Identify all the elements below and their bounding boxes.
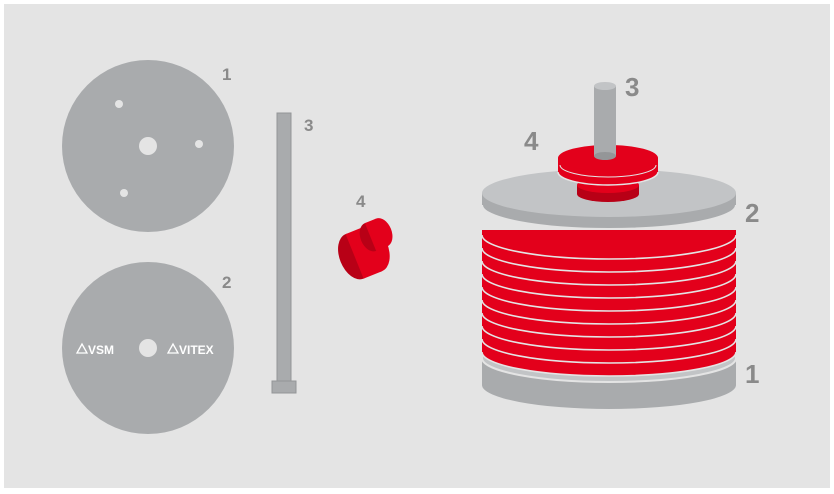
pin-hole [195, 140, 203, 148]
red-disc-separator [481, 260, 737, 286]
rod-foot [271, 380, 297, 394]
vitex-logo-text: VITEX [179, 343, 214, 357]
pin-hole [120, 189, 128, 197]
red-disc-separators [481, 234, 737, 377]
pin-hole [115, 100, 123, 108]
red-disc-separator [481, 286, 737, 312]
part-3-rod [271, 112, 297, 394]
part-1-disc [62, 60, 234, 232]
label-assembly-rod: 3 [625, 72, 639, 102]
label-part-2: 2 [222, 273, 231, 292]
label-assembly-bottom-disc: 1 [745, 359, 759, 389]
center-hole [139, 339, 157, 357]
vsm-logo: VSM [75, 342, 114, 357]
assembly-top-disc [481, 169, 737, 230]
label-assembly-top-disc: 2 [745, 198, 759, 228]
red-disc-separator [481, 299, 737, 325]
red-disc-separator [481, 312, 737, 338]
red-disc-separator [481, 325, 737, 351]
part-2-disc: VSM VITEX [62, 262, 234, 434]
label-part-1: 1 [222, 65, 231, 84]
red-disc-separator [481, 273, 737, 299]
triangle-logo-icon [75, 342, 89, 354]
assembly [481, 82, 737, 409]
vitex-logo: VITEX [166, 342, 214, 357]
part-4-cap [338, 218, 393, 280]
center-hole [139, 137, 157, 155]
label-assembly-cap: 4 [524, 126, 539, 156]
red-disc-separator [481, 234, 737, 260]
red-disc-separator [481, 338, 737, 364]
assembly-rod [594, 82, 616, 160]
label-part-4: 4 [356, 192, 366, 211]
red-disc-separator [481, 247, 737, 273]
triangle-logo-icon [166, 342, 180, 354]
red-disc-stack [481, 230, 737, 377]
vsm-logo-text: VSM [88, 343, 114, 357]
red-disc-separator [481, 351, 737, 377]
label-part-3: 3 [304, 116, 313, 135]
